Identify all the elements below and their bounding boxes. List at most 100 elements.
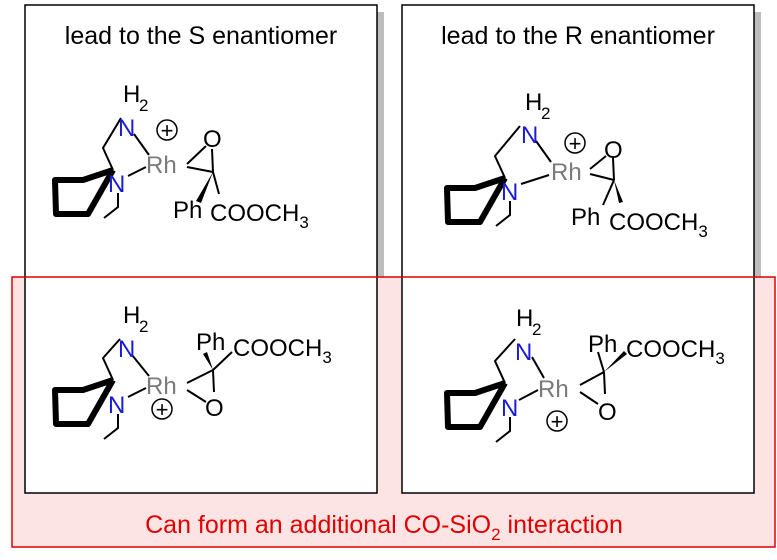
- s-panel-title: lead to the S enantiomer: [65, 22, 337, 50]
- ester-group-label: COOCH: [210, 200, 299, 227]
- bond-line: [103, 414, 119, 440]
- positive-charge-label: +: [156, 397, 169, 422]
- rhodium-label: Rh: [146, 373, 177, 400]
- bond-line: [495, 201, 511, 227]
- oxygen-label: O: [203, 126, 222, 153]
- bond-line: [518, 389, 539, 401]
- bond-line: [597, 351, 605, 373]
- bond-line: [101, 117, 122, 171]
- positive-charge-label: +: [569, 131, 582, 156]
- bond-line: [212, 171, 220, 195]
- ester-label: COOCH3: [626, 336, 725, 368]
- bond-line: [186, 389, 207, 403]
- bond-line: [131, 354, 150, 377]
- hydrogen-count-label: 2: [541, 104, 550, 123]
- hydrogen-label: H: [123, 81, 140, 108]
- positive-charge-label: +: [551, 409, 564, 434]
- nitrogen-label: N: [118, 336, 135, 363]
- highlight-border: [11, 276, 776, 548]
- oxygen-label: O: [598, 399, 617, 426]
- bond-line: [520, 174, 550, 185]
- charge-circle: [564, 132, 586, 154]
- rhodium-label: Rh: [538, 376, 569, 403]
- structure-r-bottom: + H 2 N N Rh O Ph COOCH3: [444, 305, 725, 443]
- structure-s-bottom: + H 2 N N Rh O Ph COOCH3: [52, 302, 332, 440]
- nitrogen-label: N: [515, 339, 532, 366]
- bond-line: [186, 369, 214, 384]
- positive-charge-label: +: [161, 118, 174, 143]
- bond-line: [127, 166, 147, 177]
- bond-line: [493, 338, 516, 384]
- bond-line: [579, 371, 605, 386]
- phenyl-label: Ph: [588, 331, 617, 358]
- hydrogen-count-label: 2: [139, 317, 148, 336]
- bond-line: [52, 167, 116, 217]
- nitrogen-label: N: [108, 171, 125, 198]
- bond-line: [186, 145, 207, 165]
- ester-group-label: COOCH: [626, 336, 715, 363]
- bond-line: [604, 351, 627, 372]
- bond-line: [127, 387, 147, 398]
- s-enantiomer-panel: [24, 4, 378, 494]
- caption-tail: interaction: [501, 511, 623, 539]
- charge-circle: [151, 398, 173, 420]
- bond-line: [101, 338, 121, 381]
- hydrogen-label: H: [123, 302, 140, 329]
- ester-subscript-label: 3: [322, 348, 331, 367]
- bond-line: [612, 157, 615, 181]
- bond-line: [444, 175, 508, 225]
- oxygen-label: O: [205, 395, 224, 422]
- bond-line: [52, 377, 116, 427]
- bond-line: [603, 371, 606, 395]
- ester-subscript-label: 3: [698, 222, 707, 241]
- bond-line: [495, 417, 511, 443]
- bond-line: [211, 148, 214, 173]
- hydrogen-count-label: 2: [532, 320, 541, 339]
- ester-label: COOCH3: [210, 200, 309, 232]
- nitrogen-label: N: [521, 122, 538, 149]
- nitrogen-label: N: [108, 392, 125, 419]
- phenyl-label: Ph: [173, 197, 202, 224]
- phenyl-label: Ph: [571, 204, 600, 231]
- oxygen-label: O: [604, 137, 623, 164]
- nitrogen-label: N: [118, 115, 135, 142]
- hydrogen-label: H: [525, 89, 542, 116]
- ester-subscript-label: 3: [299, 213, 308, 232]
- bond-line: [203, 352, 213, 370]
- bond-line: [535, 140, 552, 163]
- nitrogen-label: N: [501, 179, 518, 206]
- bond-line: [531, 356, 545, 379]
- bond-line: [103, 193, 119, 219]
- phenyl-label: Ph: [196, 329, 225, 356]
- bond-line: [196, 172, 213, 203]
- r-enantiomer-panel: [401, 4, 755, 494]
- charge-circle: [156, 119, 178, 141]
- ester-label: COOCH3: [609, 209, 708, 241]
- hydrogen-label: H: [516, 305, 533, 332]
- bond-line: [186, 166, 214, 173]
- bond-line: [602, 179, 615, 206]
- rhodium-label: Rh: [551, 159, 582, 186]
- r-panel-title: lead to the R enantiomer: [441, 22, 715, 50]
- caption: Can form an additional CO-SiO2 interacti…: [145, 511, 623, 544]
- nitrogen-label: N: [501, 395, 518, 422]
- caption-text: Can form an additional CO-SiO: [145, 511, 491, 539]
- caption-subscript: 2: [491, 525, 500, 544]
- bond-line: [212, 351, 233, 371]
- bond-line: [579, 391, 599, 405]
- bond-line: [212, 369, 215, 393]
- charge-circle: [546, 410, 568, 432]
- structure-r-top: + H 2 N N Rh O Ph COOCH3: [444, 89, 708, 241]
- ester-group-label: COOCH: [233, 335, 322, 362]
- hydrogen-count-label: 2: [139, 96, 148, 115]
- bond-line: [133, 133, 150, 156]
- bond-line: [589, 173, 615, 181]
- bond-line: [493, 125, 521, 179]
- ester-group-label: COOCH: [609, 209, 698, 236]
- structure-s-top: + H 2 N N Rh O Ph COOCH3: [52, 81, 309, 232]
- rhodium-label: Rh: [146, 152, 177, 179]
- bond-line: [444, 380, 508, 430]
- bond-line: [589, 155, 607, 170]
